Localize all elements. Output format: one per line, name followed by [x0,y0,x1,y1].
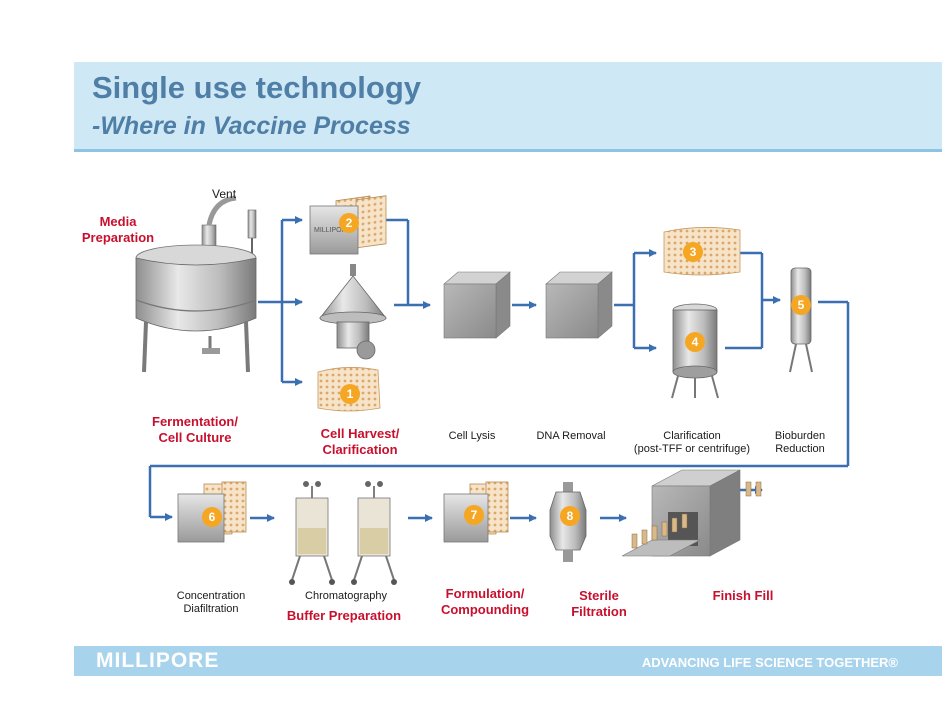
fermentation-label: Fermentation/Cell Culture [152,414,238,445]
badge-6 [202,507,222,527]
badge-1 [340,384,360,404]
centrifuge-illustration [319,264,387,360]
chromatography-column-right-illustration [351,481,397,585]
clarification-label: Clarification(post-TFF or centrifuge) [633,430,751,455]
footer-tagline: ADVANCING LIFE SCIENCE TOGETHER® [641,655,898,670]
cell-lysis-label: Cell Lysis [448,430,496,442]
badge-5 [791,295,811,315]
formulation-label: Formulation/Compounding [440,586,530,617]
vent-label: Vent [212,187,237,201]
badge-4-text: 4 [692,335,699,349]
dna-removal-label: DNA Removal [536,430,606,442]
cassette-brand-text: MILLIPORE [314,227,352,234]
badge-3-text: 3 [690,245,697,259]
badge-6-text: 6 [209,510,216,524]
badge-5-text: 5 [798,298,805,312]
badge-2-text: 2 [346,216,353,230]
badge-7-text: 7 [471,508,478,522]
millipore-logo: MILLIPORE [96,649,220,672]
badge-1-text: 1 [347,387,354,401]
finish-fill-machine-illustration [621,469,762,557]
chromatography-column-left-illustration [289,481,335,585]
chromatography-label: Chromatography [305,590,387,602]
fermentation-tank-illustration [135,195,257,373]
title-band [74,62,942,152]
badge-8-text: 8 [567,509,574,523]
badge-7 [464,505,484,525]
page-title: Single use technology [92,70,421,105]
badge-3 [683,242,703,262]
step-badges: 2 1 3 4 5 6 7 8 [202,213,811,527]
badge-8 [560,506,580,526]
flow-lines [148,216,850,522]
dna-removal-vessel-illustration [545,271,613,339]
filter-cartridge-5-illustration [789,267,813,373]
buffer-preparation-label: Buffer Preparation [286,608,402,623]
cell-harvest-label: Cell Harvest/Clarification [320,426,400,457]
footer-band [74,646,942,676]
badge-4 [685,332,705,352]
badge-2 [339,213,359,233]
cell-lysis-vessel-illustration [443,271,511,339]
finish-fill-label: Finish Fill [712,588,774,603]
page-subtitle: -Where in Vaccine Process [92,112,411,140]
